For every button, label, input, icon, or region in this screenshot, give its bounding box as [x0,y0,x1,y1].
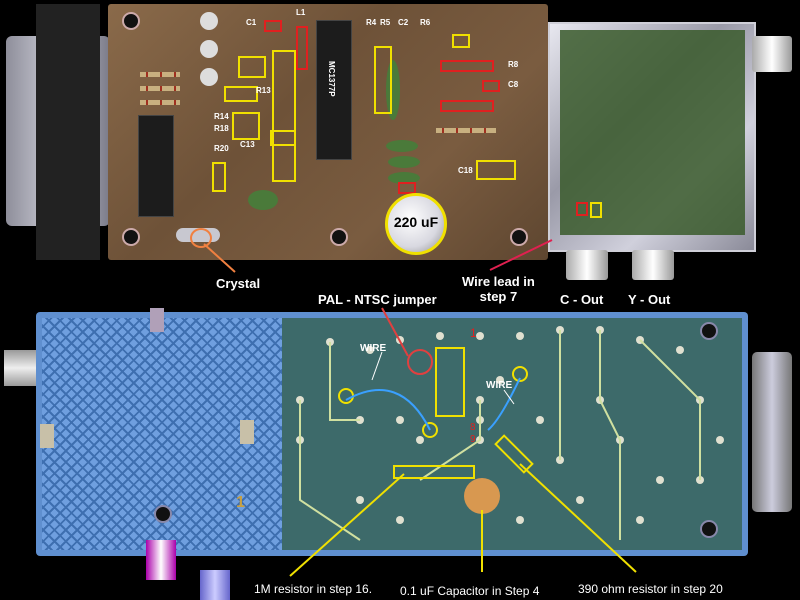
wire-label-left: WIRE [360,343,387,354]
part-label: R20 [214,144,229,153]
tab [40,424,54,448]
label-wire-lead: Wire lead in step 7 [462,274,535,304]
capacitor-label: 220 uF [393,214,439,230]
part-label: R14 [214,112,229,121]
part-label: C18 [458,166,473,175]
part-label: C8 [508,80,519,89]
mount-hole [330,228,348,246]
part-label: R5 [380,18,391,27]
capacitor [388,172,420,184]
highlight-box [232,112,260,140]
label-line: step 7 [479,289,518,304]
wire [345,389,431,431]
rca-jack [200,570,230,600]
capacitor-220uf: 220 uF [385,193,447,255]
capacitor [388,156,420,168]
connector-body [36,4,100,260]
wire-point [512,366,528,382]
wire-point [338,388,354,404]
rca-jack-bottom [4,350,38,386]
highlight-box [270,130,296,146]
part-label: R8 [508,60,519,69]
label-390-ohm-resistor: 390 ohm resistor in step 20 [578,582,723,596]
capacitor [248,190,278,210]
rca-jack [752,36,792,72]
capacitor [386,140,418,152]
wire [487,377,521,431]
marker-box [482,80,500,92]
mount-hole [122,228,140,246]
rca-jack [146,540,176,580]
wire-label-right: WIRE [486,380,513,391]
label-0-1uf-capacitor: 0.1 uF Capacitor in Step 4 [400,584,540,598]
resistor [140,100,180,105]
solder-pads [296,326,724,524]
label-pal-ntsc-jumper: PAL - NTSC jumper [318,292,437,307]
marker-box [576,202,588,216]
db-connector-bottom [752,352,792,512]
electrolytic-cap [200,12,218,30]
highlight-box [224,86,258,102]
part-label: C1 [246,18,257,27]
resistor-1m-box [393,465,475,479]
highlight-box [452,34,470,48]
part-label: R4 [366,18,377,27]
label-c-out: C - Out [560,292,604,307]
capacitor [386,60,400,120]
mount-hole [700,520,718,538]
mount-hole [700,322,718,340]
electrolytic-cap [200,68,218,86]
mount-hole [122,12,140,30]
rf-module [560,30,745,235]
c-out-jack [566,250,608,280]
chip-label: MC1377P [327,61,336,97]
highlight-box [212,162,226,192]
highlight-box [238,56,266,78]
part-label: R6 [420,18,431,27]
pin-9-marker: 9 [470,434,476,445]
highlight-box [272,50,296,182]
part-label: R13 [256,86,271,95]
resistor-390-box [494,434,534,474]
electrolytic-cap [200,40,218,58]
trace-area [282,318,742,550]
pointer-lines [203,239,637,577]
highlight-box [590,202,602,218]
wire-point [422,422,438,438]
label-crystal: Crystal [216,276,261,291]
highlight-box [435,347,465,417]
marker-box [296,26,308,70]
mount-hole [510,228,528,246]
part-label: R18 [214,124,229,133]
label-y-out: Y - Out [628,292,671,307]
resistor [140,86,180,91]
tab [240,420,254,444]
copper-traces [299,330,701,541]
capacitor-0-1uf [464,478,500,514]
part-label: L1 [296,8,306,17]
jumper-marker [407,349,433,375]
mount-hole [154,505,172,523]
highlight-box [476,160,516,180]
y-out-jack [632,250,674,280]
pin-1-marker: 1 [470,326,477,340]
label-line: Wire lead in [462,274,535,289]
part-label: C13 [240,140,255,149]
crystal-marker [190,228,212,248]
marker-box [440,60,494,72]
tab [150,308,164,332]
label-1m-resistor: 1M resistor in step 16. [254,582,373,596]
marker-box [398,182,416,194]
part-label: C2 [398,18,409,27]
marker-box [440,100,494,112]
marker-box [264,20,282,32]
pin-8-marker: 8 [470,422,476,433]
ic-chip-left [138,115,174,217]
resistor [140,72,180,77]
pin-1-label: 1 [236,494,245,511]
ic-chip-mc1377: MC1377P [316,20,352,160]
highlight-box [374,46,392,114]
resistor [436,128,496,133]
